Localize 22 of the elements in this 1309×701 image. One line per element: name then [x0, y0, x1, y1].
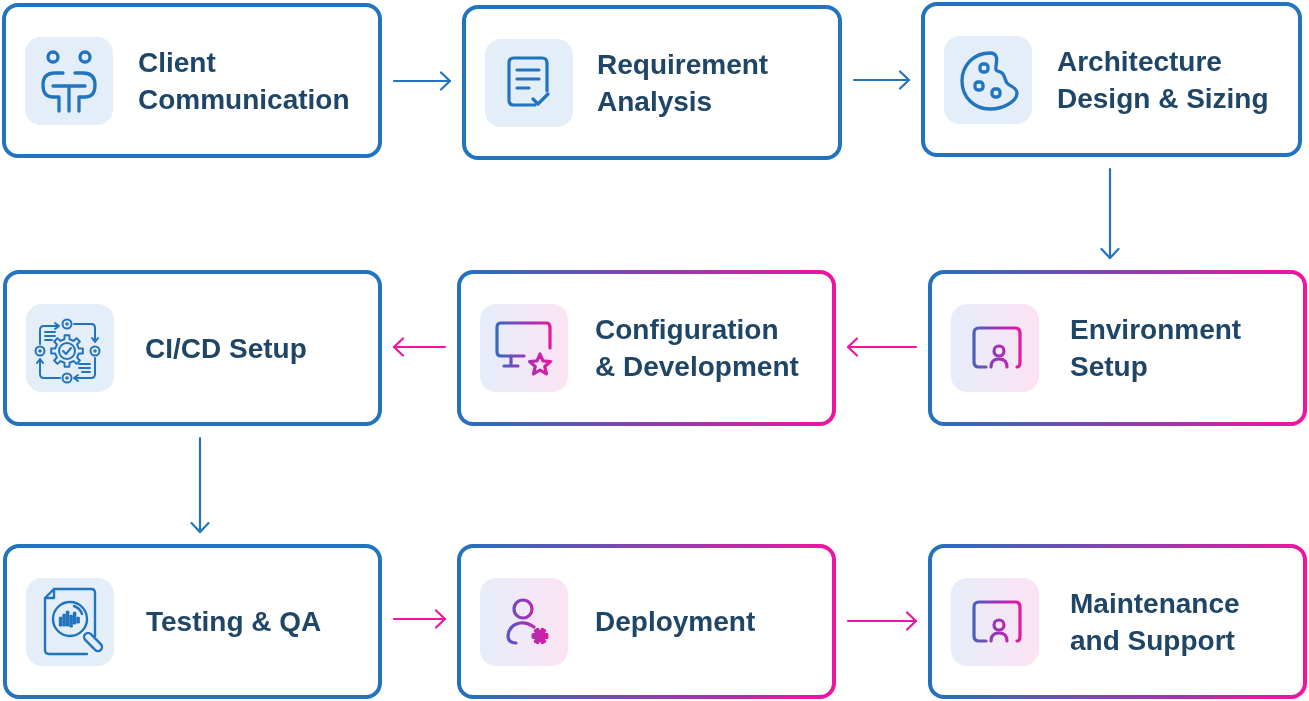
process-box — [921, 2, 1302, 157]
step-title: CI/CD Setup — [145, 331, 308, 366]
arrow — [846, 337, 918, 357]
arrow — [190, 436, 210, 534]
step-title: Testing & QA — [146, 605, 323, 639]
process-box — [3, 270, 382, 426]
step-title: Requirement Analysis — [597, 47, 770, 119]
step-title: Maintenance and Support — [1070, 586, 1241, 658]
process-box — [462, 5, 842, 160]
step-title: Configuration & Development — [595, 313, 800, 384]
process-box — [3, 544, 382, 699]
arrow — [1100, 167, 1120, 260]
arrow — [392, 337, 447, 357]
arrow — [846, 611, 918, 631]
step-title: Environment Setup — [1070, 313, 1243, 384]
process-box — [2, 3, 382, 158]
step-title: Client Communication — [138, 45, 351, 117]
arrow — [392, 609, 447, 629]
arrow — [852, 70, 911, 90]
step-title: Deployment — [595, 605, 757, 639]
arrow — [392, 71, 452, 91]
step-title: Architecture Design & Sizing — [1057, 44, 1270, 116]
